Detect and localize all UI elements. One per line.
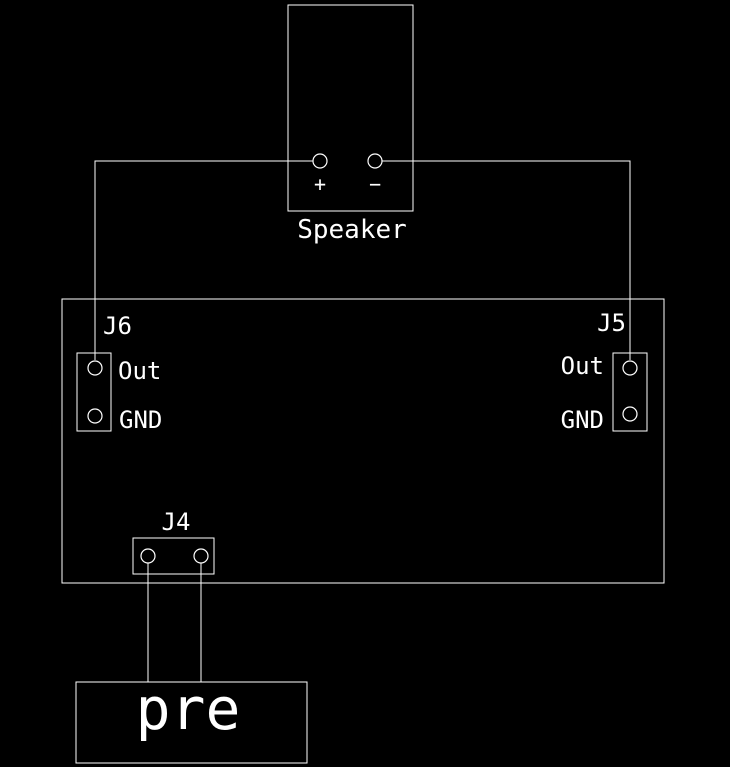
connector-j5: J5 Out GND bbox=[561, 309, 648, 434]
preamp-outline bbox=[75, 681, 308, 764]
speaker-outline bbox=[287, 4, 414, 212]
j6-pin-gnd bbox=[87, 408, 103, 424]
wire-speaker-plus-to-j6 bbox=[94, 160, 313, 360]
j5-gnd-label: GND bbox=[561, 406, 604, 434]
speaker-plus-pin bbox=[312, 153, 328, 169]
speaker-plus-label: + bbox=[314, 172, 326, 196]
j4-pin-1 bbox=[140, 548, 156, 564]
speaker-module: + − Speaker bbox=[287, 4, 414, 245]
j6-ref-label: J6 bbox=[103, 312, 132, 340]
j5-outline bbox=[612, 352, 648, 432]
preamp-module: pre bbox=[75, 675, 308, 764]
j6-out-label: Out bbox=[118, 357, 161, 385]
j5-out-label: Out bbox=[561, 352, 604, 380]
j6-pin-out bbox=[87, 360, 103, 376]
preamp-label: pre bbox=[136, 675, 241, 743]
speaker-minus-pin bbox=[367, 153, 383, 169]
j6-gnd-label: GND bbox=[119, 406, 162, 434]
j4-outline bbox=[132, 537, 215, 575]
j5-ref-label: J5 bbox=[597, 309, 626, 337]
speaker-label: Speaker bbox=[297, 215, 407, 245]
connector-j6: J6 Out GND bbox=[76, 312, 162, 434]
j5-pin-out bbox=[622, 360, 638, 376]
j4-pin-2 bbox=[193, 548, 209, 564]
wire-speaker-minus-to-j5 bbox=[382, 160, 631, 360]
j4-ref-label: J4 bbox=[162, 508, 191, 536]
speaker-minus-label: − bbox=[369, 172, 381, 196]
j5-pin-gnd bbox=[622, 406, 638, 422]
connector-j4: J4 bbox=[132, 508, 215, 575]
amplifier-board-outline bbox=[61, 298, 665, 584]
j6-outline bbox=[76, 352, 112, 432]
